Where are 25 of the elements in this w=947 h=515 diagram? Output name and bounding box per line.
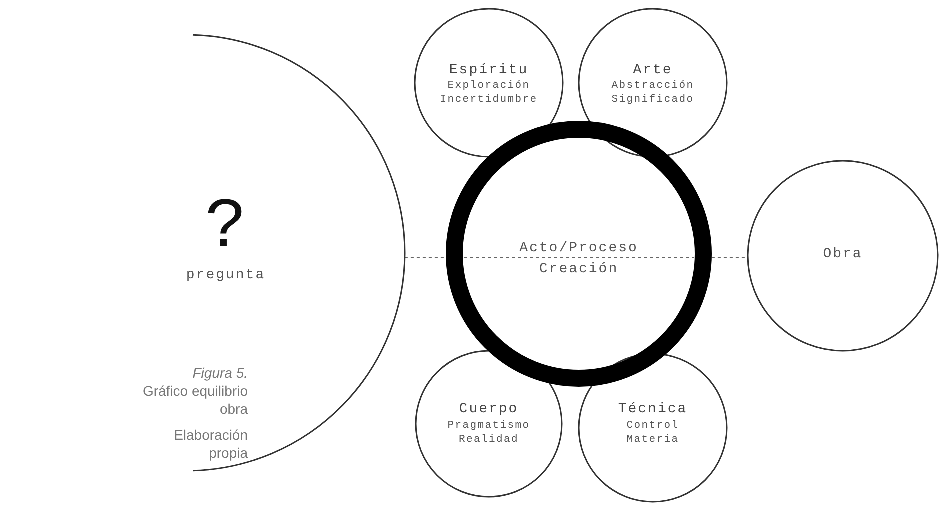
circle-node xyxy=(414,8,564,158)
circle-node xyxy=(415,350,563,498)
credit-note: Elaboración propia xyxy=(173,426,248,462)
circle-heading: Cuerpo xyxy=(459,402,519,418)
figure-caption: Figura 5. Gráfico equilibrio obra xyxy=(142,364,248,418)
question-mark: ? xyxy=(205,194,247,264)
circle-subtext: Abstracción xyxy=(612,81,694,93)
circle-subtext: Realidad xyxy=(459,435,519,447)
circle-subtext: Incertidumbre xyxy=(440,95,538,107)
circle-subtext: Control xyxy=(626,421,680,433)
circle-subtext: Pragmatismo xyxy=(448,421,530,433)
circle-heading: Técnica xyxy=(618,402,688,418)
node-label: pregunta xyxy=(186,268,266,284)
circle-subtext: Significado xyxy=(612,95,694,107)
circle-heading: Arte xyxy=(633,63,673,79)
circle-subtext: Materia xyxy=(626,435,680,447)
circle-heading: Espíritu xyxy=(449,63,529,79)
circle-subtext: Exploración xyxy=(448,81,530,93)
node-label: Obra xyxy=(823,247,863,263)
circle-node xyxy=(747,160,939,352)
node-label: Acto/Proceso xyxy=(520,241,638,257)
thick-ring-node xyxy=(446,121,712,387)
circle-node xyxy=(578,353,728,503)
node-label: Creación xyxy=(539,262,619,278)
circle-node xyxy=(578,8,728,158)
